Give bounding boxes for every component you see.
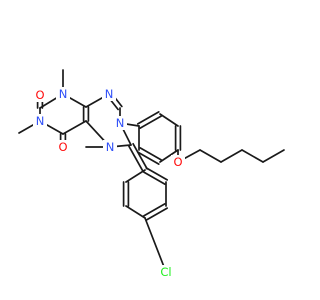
- atom-Cl: Cl: [156, 265, 176, 279]
- double-bond-A1-A2-b: [136, 111, 160, 125]
- atom-N3-label: N: [36, 114, 45, 128]
- bond-H4-H5: [262, 149, 285, 163]
- bond-B3-B4: [125, 205, 146, 219]
- bond-H2-H3: [220, 149, 243, 163]
- atom-O-lower-label: O: [58, 140, 67, 154]
- atom-N-imine-label: N: [105, 87, 114, 101]
- atom-O-upper-label: O: [35, 88, 44, 102]
- atom-N-imine: N: [102, 87, 116, 101]
- double-bond-B6-B1: [145, 167, 169, 181]
- atom-N1: N: [56, 87, 70, 101]
- bond-A2-A3: [159, 113, 179, 127]
- double-bond-B4-B5-b: [142, 203, 166, 217]
- bond-C4-C5: [62, 120, 87, 135]
- atom-N3: N: [33, 114, 47, 128]
- double-bond-B6-B1-b: [142, 171, 166, 185]
- bond-B4-Cl: [144, 217, 167, 273]
- double-bond-C7-B1: [128, 145, 144, 173]
- double-bond-A5-A6-b: [136, 151, 160, 165]
- bond-B1-B2: [125, 169, 146, 183]
- atom-N-bridge-label: N: [106, 140, 115, 154]
- atom-O-upper: O: [33, 88, 47, 102]
- double-bond-B4-B5: [145, 207, 169, 221]
- atom-N-bridge: N: [103, 140, 117, 154]
- bond-A4-A5: [159, 149, 179, 163]
- atom-N-aryl-label: N: [116, 116, 125, 130]
- molecule-structure: O O O N N N N N: [18, 69, 285, 279]
- bond-H1-H2: [199, 149, 222, 163]
- double-bond-A1-A2: [139, 115, 163, 129]
- atom-O-ether-label: O: [173, 155, 182, 169]
- atom-N-aryl: N: [113, 116, 127, 130]
- atom-O-ether: O: [171, 155, 185, 169]
- atom-Cl-label: Cl: [160, 265, 171, 279]
- atom-N1-label: N: [59, 87, 68, 101]
- atom-O-lower: O: [56, 140, 70, 154]
- atom-label-layer: O O O N N N N N: [33, 87, 185, 279]
- double-bond-C7-B1-b: [132, 142, 148, 170]
- bond-H3-H4: [241, 149, 264, 163]
- double-bond-A5-A6: [139, 147, 163, 161]
